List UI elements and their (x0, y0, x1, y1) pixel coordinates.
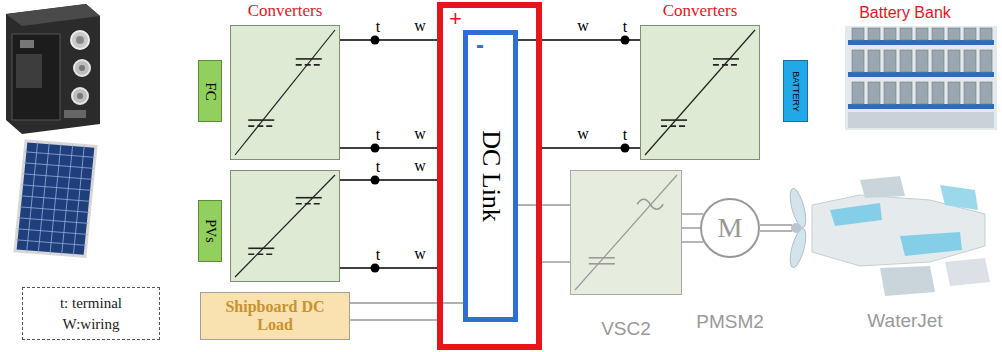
part-label: WaterJet (867, 311, 942, 332)
waterjet-illustration (787, 176, 990, 296)
wire-connector (340, 148, 437, 149)
wire-label: w (576, 126, 590, 142)
wire-label: w (576, 18, 590, 34)
box-label: PVs (203, 219, 217, 242)
terminal-label: t (376, 126, 380, 144)
converter-symbol (571, 171, 681, 294)
converter-symbol (231, 171, 339, 281)
wire-connector (340, 180, 437, 181)
wire-connector (350, 320, 437, 321)
wire-label: w (413, 158, 427, 174)
box-label: DC Link (478, 130, 504, 222)
source-box: PVs (198, 200, 222, 262)
box-label: FC (202, 82, 217, 100)
converter-box: Converters (640, 25, 760, 160)
legend-text: W:wiring (63, 314, 120, 334)
part-label: PMSM2 (696, 311, 764, 333)
heading-label: Converters (663, 1, 738, 21)
converter-box (230, 170, 340, 282)
wire-label: w (413, 126, 427, 142)
motor-symbol: M (718, 214, 743, 242)
terminal-label: t (376, 18, 380, 36)
converter-symbol (641, 26, 759, 159)
dc-link-positive: +- DC Link (437, 2, 542, 350)
inverter-box: VSC2 (570, 170, 682, 295)
wire-connector (340, 268, 437, 269)
box-label: BATTERY (791, 71, 800, 112)
terminal-label: t (623, 126, 627, 144)
heading-label: Converters (248, 1, 323, 21)
part-label: Battery Bank (859, 4, 951, 22)
fuel-cell-photo (6, 4, 100, 134)
polarity-sign: + (449, 8, 462, 30)
wire-label: w (413, 246, 427, 262)
motor-shaft (760, 225, 792, 231)
wire-connector (542, 262, 570, 263)
load-box: Shipboard DC Load (200, 292, 350, 340)
legend-text: t: terminal (60, 293, 122, 313)
converter-box: Converters (230, 25, 340, 160)
box-label: Shipboard DC Load (214, 298, 336, 335)
polarity-sign: - (476, 33, 484, 57)
wire-connector (340, 40, 437, 41)
battery-box: BATTERY (783, 60, 808, 122)
wire-connector (350, 303, 463, 304)
wire-connector (518, 205, 570, 206)
solar-panel-photo (15, 141, 96, 257)
terminal-label: t (376, 246, 380, 264)
converter-symbol (231, 26, 339, 159)
motor-circle: MPMSM2 (700, 198, 760, 258)
legend-box: t: terminalW:wiring (22, 287, 160, 340)
dc-link-negative: - DC Link (463, 30, 518, 322)
part-label: VSC2 (601, 318, 651, 340)
terminal-label: t (376, 158, 380, 176)
wire-label: w (413, 18, 427, 34)
source-box: FC (198, 60, 222, 122)
battery-bank-photo (845, 26, 997, 130)
terminal-label: t (623, 18, 627, 36)
